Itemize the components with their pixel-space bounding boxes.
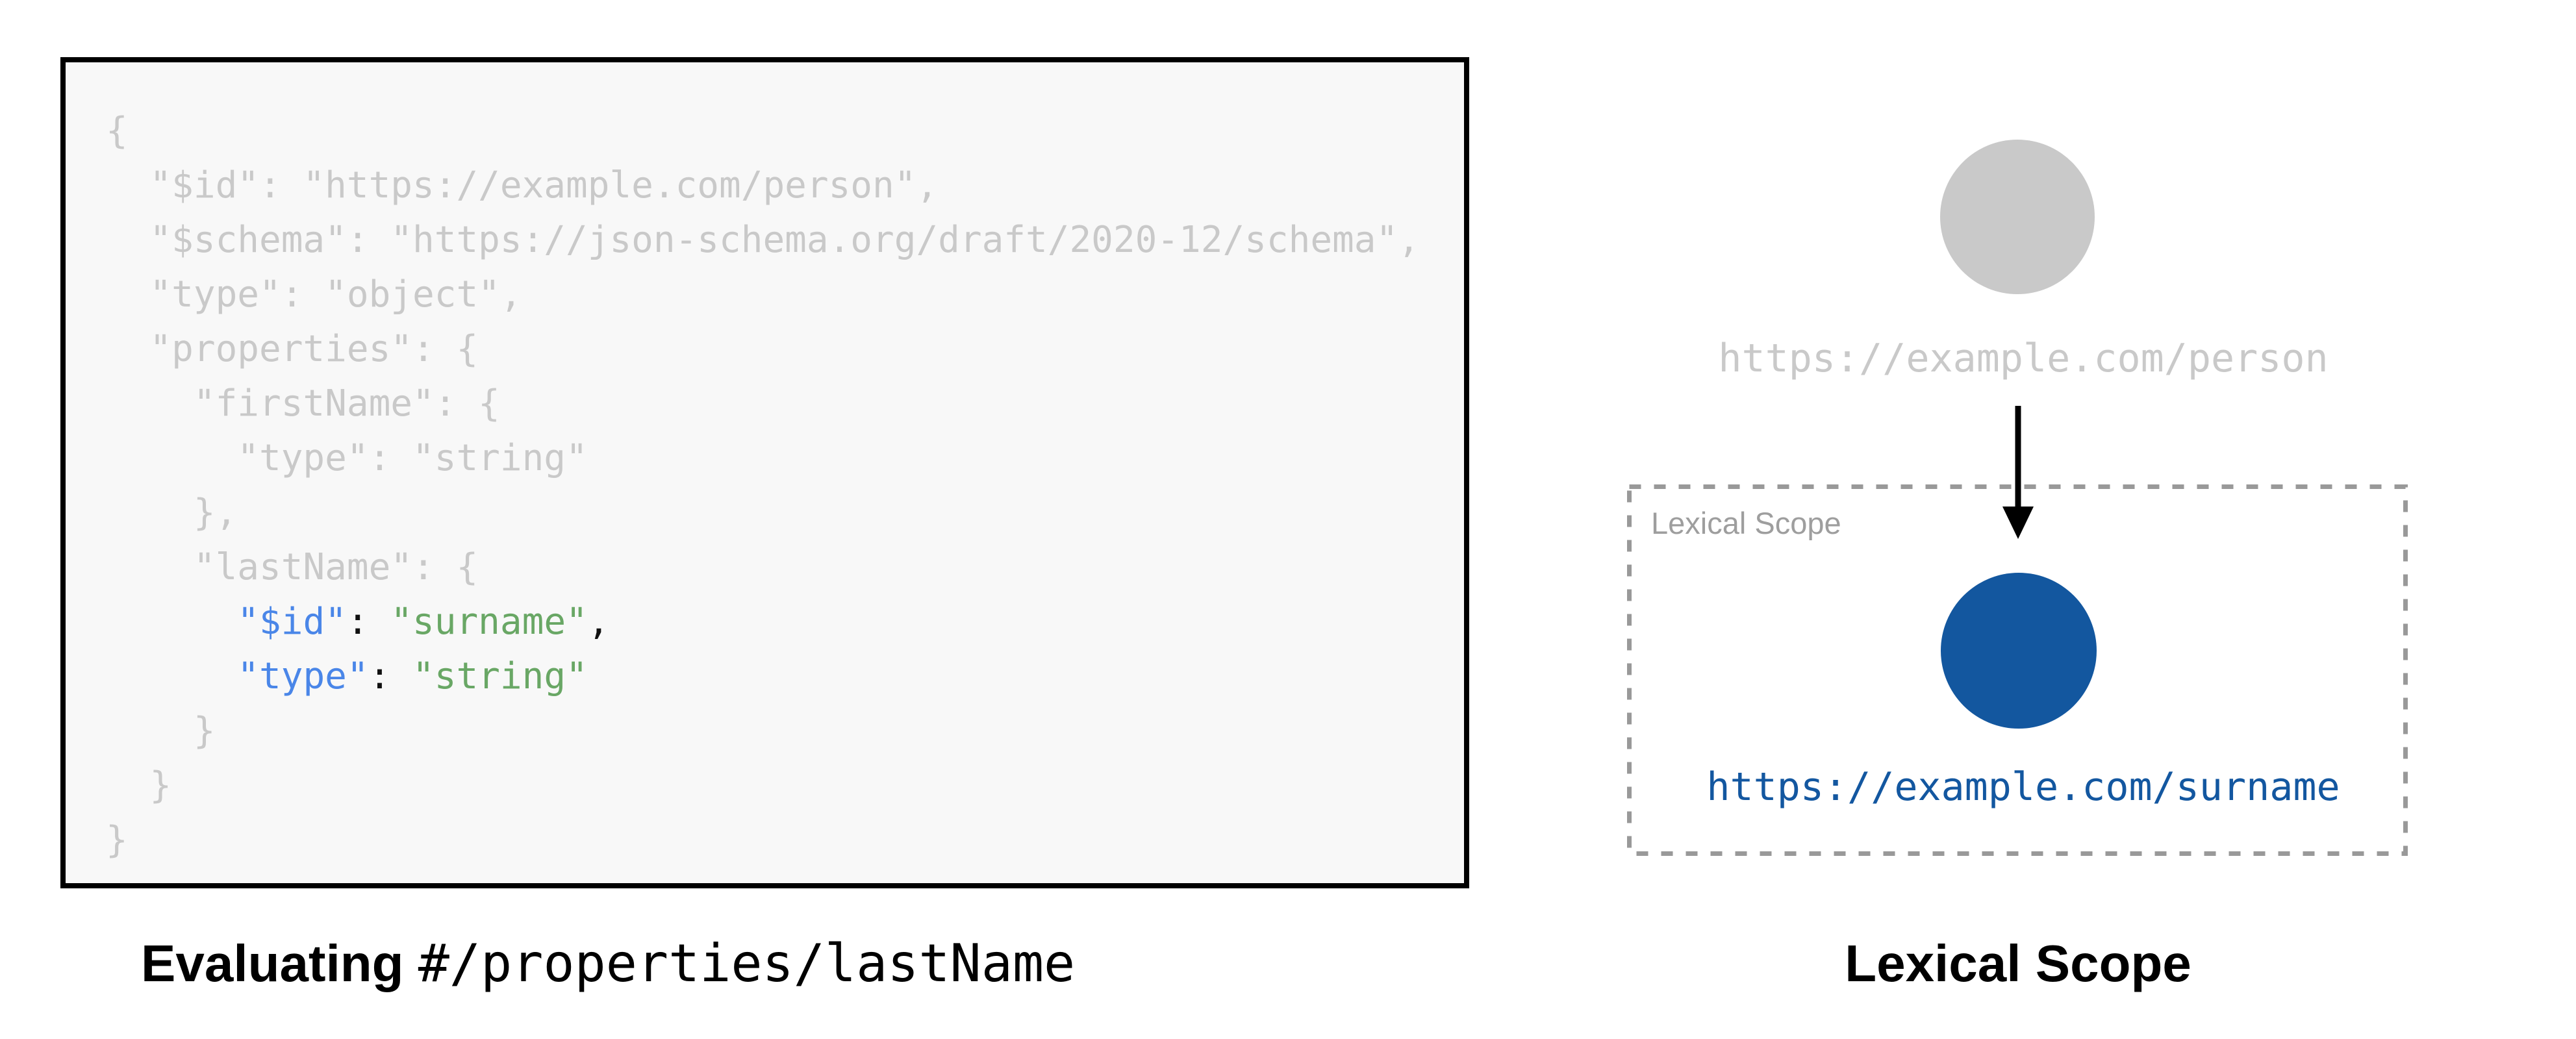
code-line: "$id": "surname", <box>237 601 610 643</box>
lexical-scope-dashed-box <box>1627 484 2408 856</box>
code-line: "lastName": { <box>106 546 479 588</box>
code-line: "type": "string" <box>106 437 588 479</box>
right-caption: Lexical Scope <box>1845 934 2191 992</box>
code-line: "firstName": { <box>106 382 500 425</box>
surname-url-label: https://example.com/surname <box>1706 764 2340 810</box>
code-line: "type": "string" <box>237 655 588 697</box>
surname-schema-node <box>1941 573 2097 729</box>
lexical-scope-box-label: Lexical Scope <box>1651 506 1841 540</box>
code-line: } <box>106 764 172 807</box>
code-line: "$schema": "https://json-schema.org/draf… <box>106 219 1420 261</box>
code-line: "properties": { <box>106 328 479 370</box>
left-caption-prefix: Evaluating <box>141 934 404 992</box>
code-line: "type": "object", <box>106 273 522 316</box>
code-line: }, <box>106 492 238 534</box>
arrow-down-icon <box>2002 406 2034 539</box>
left-caption: Evaluating #/properties/lastName <box>141 934 1075 994</box>
left-caption-pointer: #/properties/lastName <box>418 933 1076 994</box>
left-caption-space <box>404 934 418 992</box>
code-line: } <box>106 819 128 861</box>
code-lines: { "$id": "https://example.com/person", "… <box>106 104 1445 868</box>
code-line: { <box>106 110 128 152</box>
code-line: "$id": "https://example.com/person", <box>106 164 939 207</box>
person-url-label: https://example.com/person <box>1718 336 2329 381</box>
code-line: } <box>106 710 216 752</box>
json-schema-code-panel: { "$id": "https://example.com/person", "… <box>60 57 1469 888</box>
person-schema-node <box>1940 140 2095 294</box>
